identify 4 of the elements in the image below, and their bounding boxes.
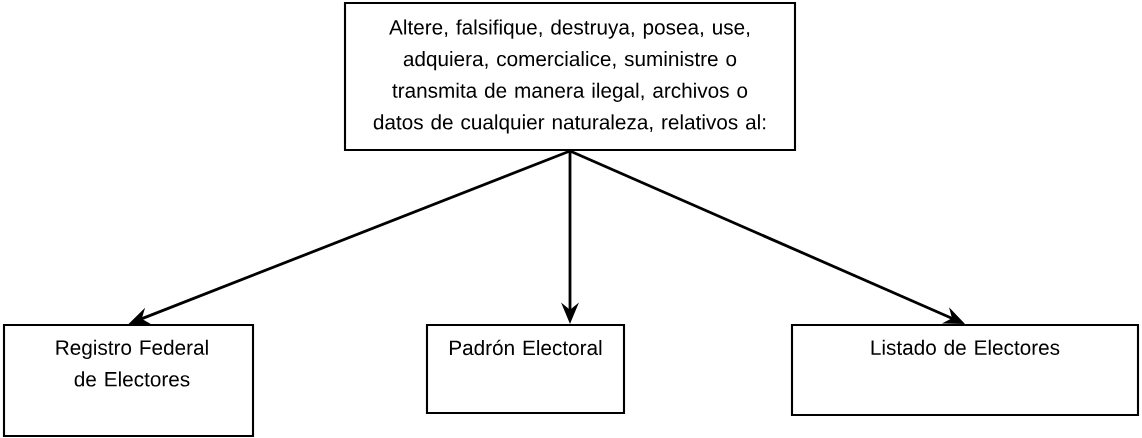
text-box: Padrón Electoral	[425, 323, 626, 415]
text-box: Altere, falsifique, destruya, posea, use, adquiera, comercialice, suministre o transmita de manera ilegal, archivos o datos de cualquier naturaleza, relativos al:	[343, 1, 797, 152]
text-box: Listado de Electores	[790, 323, 1140, 417]
text-box: Registro Federal de Electores	[2, 323, 255, 438]
